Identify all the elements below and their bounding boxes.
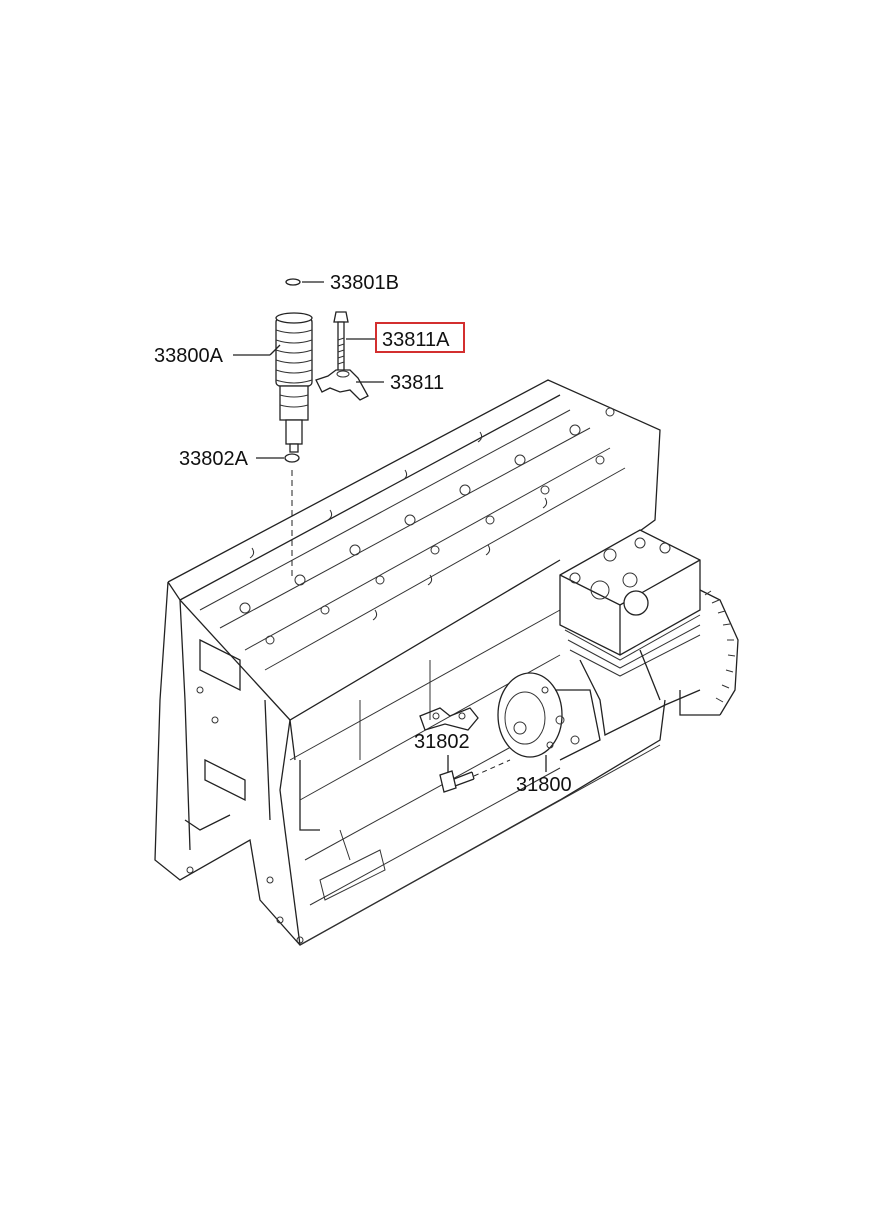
callout-33800A[interactable]: 33800A	[154, 345, 224, 367]
pump-bracket	[419, 707, 479, 731]
callout-33801B[interactable]: 33801B	[330, 272, 399, 294]
sealing-washer	[284, 453, 300, 463]
o-ring-top	[285, 278, 301, 286]
clamp-bolt	[333, 311, 349, 373]
callout-label: 31802	[414, 731, 470, 753]
callout-31802[interactable]: 31802	[414, 731, 470, 753]
fuel-injector	[275, 312, 313, 453]
callout-label: 31800	[516, 774, 572, 796]
callout-label: 33801B	[330, 272, 399, 294]
callout-33802A[interactable]: 33802A	[179, 448, 249, 470]
callout-33811A[interactable]: 33811A	[375, 322, 465, 353]
callout-31800[interactable]: 31800	[516, 774, 572, 796]
mounting-bolt	[439, 759, 511, 793]
air-compressor	[497, 529, 739, 761]
leader-lines	[233, 281, 547, 772]
callout-label: 33800A	[154, 345, 224, 367]
callout-label: 33802A	[179, 448, 249, 470]
callout-33811[interactable]: 33811	[390, 372, 444, 394]
highlight-box	[375, 322, 465, 353]
injector-clamp	[315, 369, 369, 401]
callout-label: 33811A	[382, 329, 450, 351]
callout-label: 33811	[390, 372, 444, 394]
